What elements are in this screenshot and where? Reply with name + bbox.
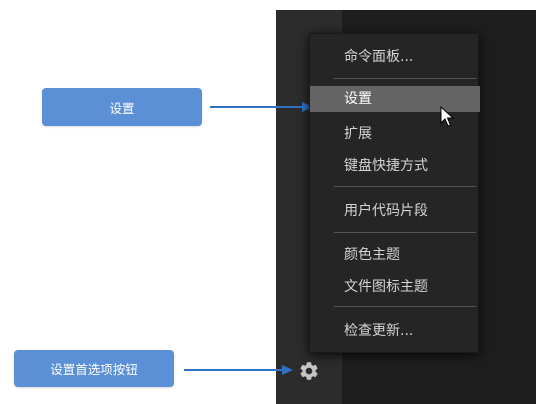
menu-item-label: 扩展 <box>344 126 372 142</box>
menu-item-label: 文件图标主题 <box>344 279 428 295</box>
menu-item-file-icon-theme[interactable]: 文件图标主题 <box>310 274 480 300</box>
callout-settings-button: 设置首选项按钮 <box>14 350 174 387</box>
manage-context-menu: 命令面板... 设置 扩展 键盘快捷方式 用户代码片段 颜色主题 文件图标主题 … <box>309 33 480 353</box>
menu-item-settings[interactable]: 设置 <box>310 86 480 112</box>
menu-separator <box>334 232 476 233</box>
menu-item-check-updates[interactable]: 检查更新... <box>310 318 480 344</box>
menu-item-label: 设置 <box>344 91 372 107</box>
mouse-pointer-icon <box>440 106 454 127</box>
menu-item-label: 颜色主题 <box>344 247 400 263</box>
menu-separator <box>334 306 476 307</box>
menu-item-color-theme[interactable]: 颜色主题 <box>310 242 480 268</box>
arrow-to-gear-icon <box>184 365 293 375</box>
menu-item-extensions[interactable]: 扩展 <box>310 121 480 147</box>
arrow-to-settings-icon <box>210 102 313 112</box>
callout-settings-label: 设置 <box>109 100 135 116</box>
menu-item-label: 用户代码片段 <box>344 203 428 219</box>
menu-item-label: 检查更新... <box>344 323 414 339</box>
menu-item-label: 键盘快捷方式 <box>344 158 428 174</box>
menu-item-label: 命令面板... <box>344 49 414 65</box>
gear-icon[interactable] <box>298 360 320 382</box>
callout-settings-button-label: 设置首选项按钮 <box>50 362 138 377</box>
menu-item-user-snippets[interactable]: 用户代码片段 <box>310 198 480 224</box>
menu-separator <box>334 186 476 187</box>
menu-separator <box>334 78 476 79</box>
menu-item-command-palette[interactable]: 命令面板... <box>310 44 480 70</box>
callout-settings: 设置 <box>42 88 202 126</box>
menu-item-keyboard-shortcuts[interactable]: 键盘快捷方式 <box>310 153 480 179</box>
